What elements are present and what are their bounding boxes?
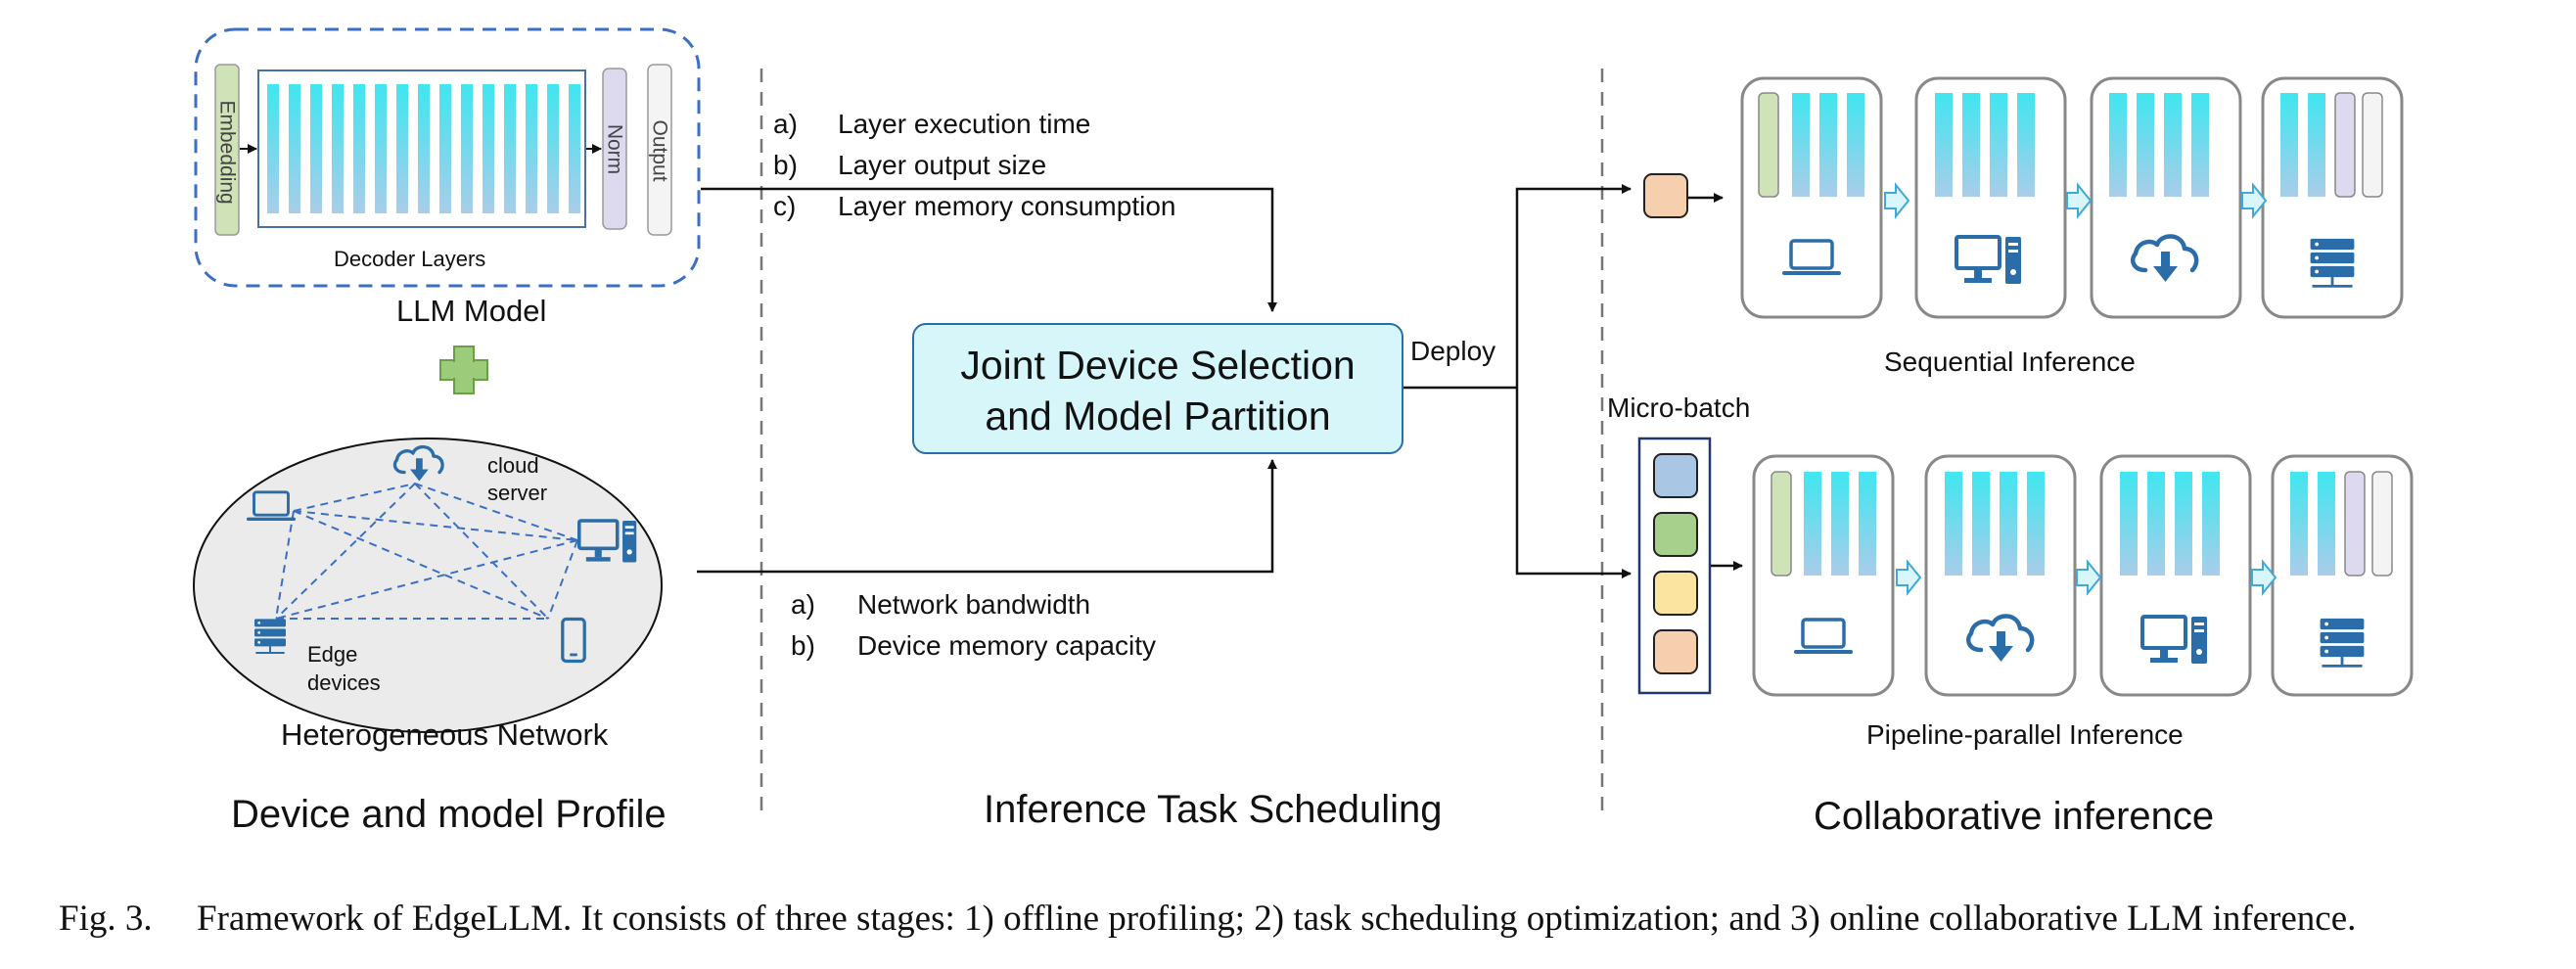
- output-label: Output: [648, 119, 671, 182]
- seq-device-1: [1740, 76, 1883, 319]
- pipe-device-1: [1752, 454, 1895, 697]
- network-item-letter-a: a): [791, 589, 815, 620]
- network-ellipse: [193, 438, 663, 733]
- scheduler-box: Joint Device Selection and Model Partiti…: [912, 323, 1403, 454]
- stage-title-collaborative: Collaborative inference: [1814, 795, 2215, 838]
- norm-block: [602, 68, 627, 230]
- network-title: Heterogeneous Network: [281, 717, 609, 752]
- profile-item-text-c: Layer memory consumption: [838, 191, 1176, 221]
- embedding-block: [214, 64, 240, 236]
- cloud-server-label-1: cloud: [487, 453, 539, 478]
- network-item-text-b: Device memory capacity: [857, 630, 1156, 661]
- figure-caption-text: Framework of EdgeLLM. It consists of thr…: [197, 899, 2357, 939]
- plus-icon: [439, 346, 488, 394]
- sequential-token: [1643, 173, 1688, 218]
- profile-item-letter-b: b): [773, 150, 798, 180]
- figure-caption-label: Fig. 3.: [59, 899, 153, 939]
- micro-batch-blue: [1653, 453, 1698, 498]
- network-connector: [697, 459, 1277, 574]
- decoder-layer-bars: [267, 84, 580, 213]
- embedding-label: Embedding: [215, 100, 239, 205]
- network-item-text-a: Network bandwidth: [857, 589, 1091, 620]
- seq-transfer-arrows: [1884, 182, 2268, 219]
- pipeline-inference-label: Pipeline-parallel Inference: [1866, 719, 2184, 750]
- micro-batch-peach: [1653, 629, 1698, 674]
- pipe-device-2: [1924, 454, 2077, 697]
- norm-label: Norm: [603, 123, 626, 175]
- deploy-branch-sequential: [1515, 184, 1632, 388]
- network-links: [275, 483, 578, 620]
- network-item-letter-b: b): [791, 630, 815, 661]
- seq-device-4: [2261, 76, 2404, 319]
- profile-item-letter-a: a): [773, 109, 798, 139]
- cloud-server-label-2: server: [487, 481, 548, 505]
- llm-model-title: LLM Model: [396, 294, 547, 328]
- scheduler-line-2: and Model Partition: [985, 393, 1331, 438]
- micro-batch-label: Micro-batch: [1607, 392, 1751, 423]
- seq-device-2: [1914, 76, 2067, 319]
- profile-item-letter-c: c): [773, 191, 797, 221]
- edge-devices-label-1: Edge: [307, 642, 358, 667]
- stage-title-scheduling: Inference Task Scheduling: [984, 788, 1443, 831]
- profile-connector: [701, 187, 1277, 312]
- profile-item-text-b: Layer output size: [838, 150, 1047, 180]
- pipe-device-4: [2271, 454, 2414, 697]
- pipe-device-3: [2099, 454, 2252, 697]
- pipe-transfer-arrows: [1896, 559, 2277, 596]
- output-block: [647, 64, 672, 236]
- stage-title-profile: Device and model Profile: [231, 793, 667, 836]
- edge-devices-label-2: devices: [307, 670, 381, 695]
- sequential-inference-label: Sequential Inference: [1884, 346, 2136, 377]
- decoder-layers-label: Decoder Layers: [334, 247, 486, 271]
- micro-batch-yellow: [1653, 571, 1698, 616]
- scheduler-line-1: Joint Device Selection: [960, 343, 1356, 388]
- profile-item-text-a: Layer execution time: [838, 109, 1091, 139]
- seq-device-3: [2090, 76, 2242, 319]
- micro-batch-green: [1653, 512, 1698, 557]
- deploy-label: Deploy: [1410, 336, 1496, 366]
- llm-model-frame: [194, 27, 701, 288]
- deploy-branch-pipeline: [1515, 388, 1632, 578]
